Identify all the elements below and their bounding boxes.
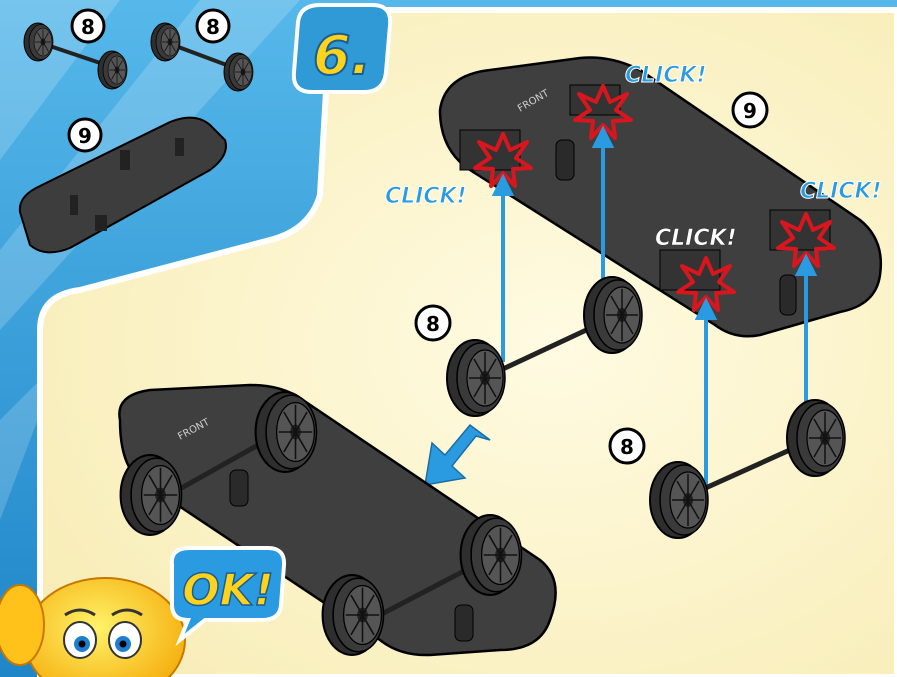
click-text-right: CLICK!: [800, 179, 882, 204]
click-text-center: CLICK!: [655, 226, 737, 251]
part-badge: 8: [195, 8, 231, 44]
part-8-label: 8: [81, 15, 95, 39]
step-badge: 6.: [291, 2, 393, 94]
up-arrow-icon: [491, 173, 515, 196]
part-badge: 8: [608, 427, 646, 465]
part-9-label: 9: [78, 124, 92, 148]
chassis-9-label: 9: [743, 99, 757, 123]
speech-bubble: OK!: [169, 546, 287, 647]
rear-axle-8-label: 8: [620, 435, 634, 459]
thumb: [0, 584, 45, 666]
up-arrow-icon: [694, 297, 718, 320]
axle-icon: [446, 276, 643, 417]
axle-icon: [649, 399, 846, 539]
part-badge: 9: [731, 91, 769, 129]
part-badge: 8: [70, 8, 106, 44]
front-axle-8-label: 8: [426, 312, 440, 336]
click-text-top: CLICK!: [625, 63, 707, 88]
click-text-left: CLICK!: [385, 184, 467, 209]
mascot-icon: [0, 577, 186, 677]
axle-icon: [150, 22, 254, 92]
assembled-car: FRONT: [118, 383, 557, 657]
part-badge: 8: [414, 304, 452, 342]
chassis-icon: [18, 116, 227, 254]
step-number: 6.: [313, 24, 371, 87]
axle-icon: [23, 22, 128, 90]
parts-panel: 8 8 9: [18, 8, 254, 254]
ok-text: OK!: [182, 565, 274, 616]
part-8-label: 8: [206, 15, 220, 39]
up-arrow-icon: [794, 253, 818, 276]
guide-arrows: [491, 125, 818, 490]
up-arrow-icon: [591, 125, 615, 148]
part-badge: 9: [67, 117, 103, 153]
